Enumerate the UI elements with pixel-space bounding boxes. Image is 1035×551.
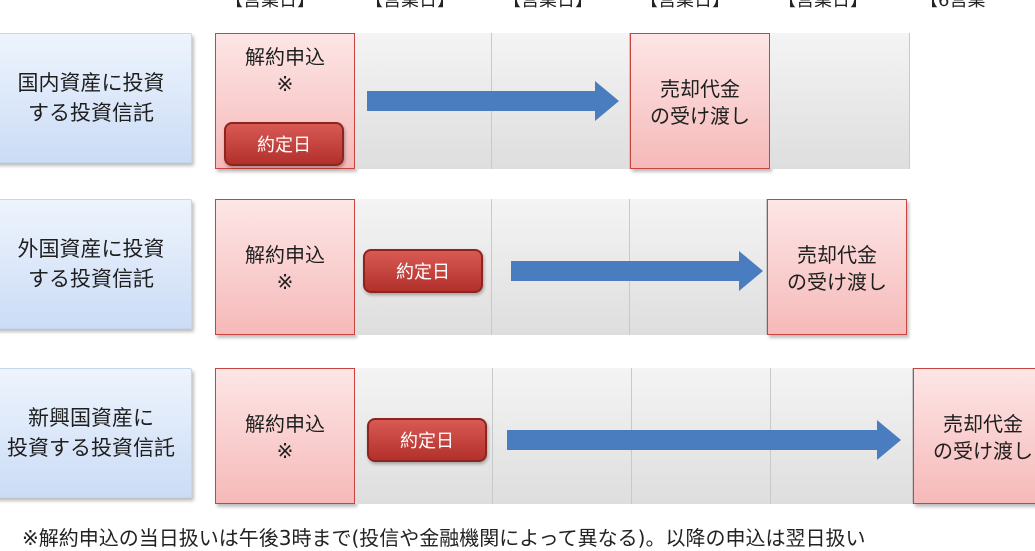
day-header-4: 【営業日】: [640, 0, 730, 10]
order-cell: 解約申込 ※: [215, 199, 355, 335]
trade-date-badge: 約定日: [367, 418, 487, 462]
day-header-1: 【営業日】: [225, 0, 315, 10]
business-day-header: 【営業日】 【営業日】 【営業日】 【営業日】 【営業日】 【6営業: [215, 0, 1035, 10]
trade-date-badge: 約定日: [224, 122, 344, 166]
day-header-5: 【営業日】: [778, 0, 868, 10]
day-header-6: 【6営業: [920, 0, 985, 10]
trade-date-badge: 約定日: [363, 249, 483, 293]
order-text: 解約申込 ※: [245, 412, 325, 463]
arrow-icon: [367, 81, 619, 121]
order-cell: 解約申込 ※: [215, 368, 355, 504]
order-text: 解約申込 ※: [245, 45, 325, 96]
day-cell-2: 約定日: [355, 368, 493, 504]
settlement-text: 売却代金 の受け渡し: [650, 77, 750, 128]
fund-row-emerging: 新興国資産に 投資する投資信託 解約申込 ※ 約定日 売却代金 の受け渡し: [0, 365, 1035, 507]
day-header-2: 【営業日】: [365, 0, 455, 10]
day-cell-5: [770, 33, 910, 169]
day-cell-2: 約定日: [355, 199, 492, 335]
order-text: 解約申込 ※: [245, 243, 325, 294]
settlement-text: 売却代金 の受け渡し: [933, 412, 1033, 463]
footnote: ※解約申込の当日扱いは午後3時まで(投信や金融機関によって異なる)。以降の申込は…: [22, 526, 866, 550]
fund-type-label: 新興国資産に 投資する投資信託: [0, 368, 192, 498]
arrow-icon: [511, 251, 763, 291]
fund-type-label: 国内資産に投資 する投資信託: [0, 33, 192, 163]
order-cell: 解約申込 ※ 約定日: [215, 33, 355, 169]
settlement-text: 売却代金 の受け渡し: [787, 243, 887, 294]
settlement-cell: 売却代金 の受け渡し: [913, 368, 1035, 504]
settlement-cell: 売却代金 の受け渡し: [630, 33, 770, 169]
day-header-3: 【営業日】: [503, 0, 593, 10]
fund-row-domestic: 国内資産に投資 する投資信託 解約申込 ※ 約定日 売却代金 の受け渡し: [0, 30, 1035, 172]
fund-type-label: 外国資産に投資 する投資信託: [0, 199, 192, 329]
fund-row-foreign: 外国資産に投資 する投資信託 解約申込 ※ 約定日 売却代金 の受け渡し: [0, 196, 1035, 338]
settlement-cell: 売却代金 の受け渡し: [767, 199, 907, 335]
arrow-icon: [507, 420, 901, 460]
